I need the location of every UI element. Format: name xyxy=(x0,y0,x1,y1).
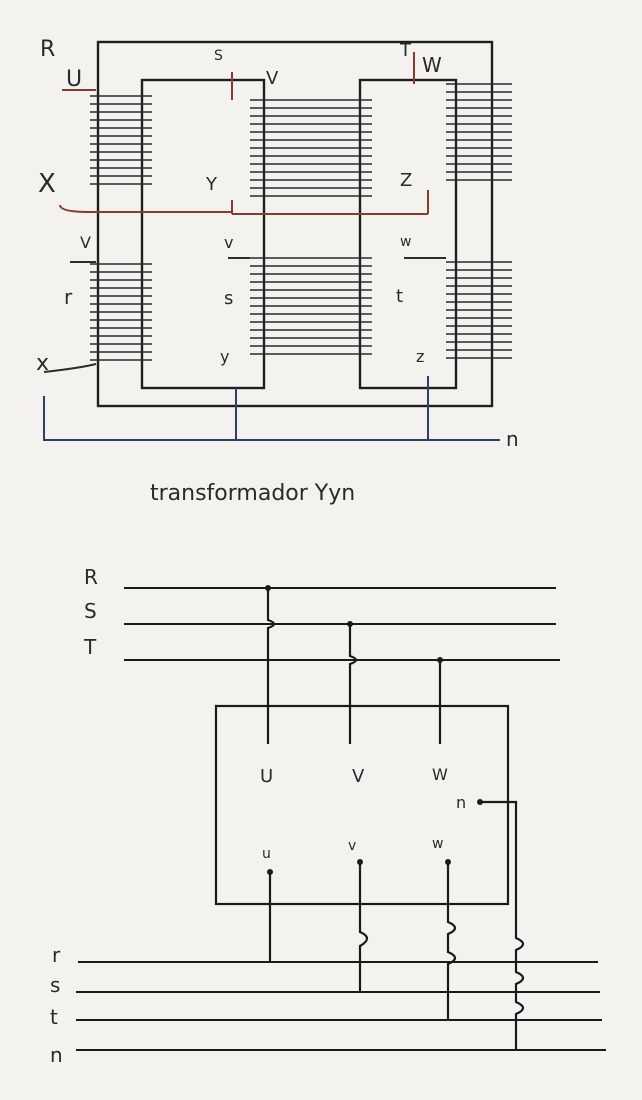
drop-v-to-s xyxy=(358,862,369,992)
term-dot-v xyxy=(357,859,363,865)
label-z: z xyxy=(416,347,424,366)
label-Z: Z xyxy=(400,170,412,191)
primary-leads xyxy=(59,52,429,215)
coil-leg2-primary xyxy=(250,99,372,197)
primary-drops xyxy=(265,585,443,744)
bus-label-r: r xyxy=(52,943,61,967)
bus-label-n: n xyxy=(50,1043,63,1067)
label-t: t xyxy=(396,286,403,307)
core-window-right xyxy=(358,78,458,390)
coil-leg1-primary xyxy=(90,95,152,185)
core-outer-outline xyxy=(96,40,494,408)
term-dot-n xyxy=(477,799,483,805)
terminal-v: v xyxy=(348,838,356,854)
label-W: W xyxy=(422,53,442,77)
tap-dot-S xyxy=(347,621,353,627)
terminal-n: n xyxy=(456,793,466,812)
diagram-caption: transformador Yyn xyxy=(150,481,355,506)
primary-bus: R S T xyxy=(83,565,560,661)
bus-label-t: t xyxy=(50,1005,58,1029)
label-Y: Y xyxy=(205,174,218,195)
neutral-wire xyxy=(43,376,500,441)
terminal-labels: U V W u v w n xyxy=(260,765,466,862)
label-w: w xyxy=(400,234,411,250)
label-T: T xyxy=(399,40,412,61)
coil-leg3-secondary xyxy=(446,261,512,359)
terminal-V: V xyxy=(352,766,365,787)
bus-label-T: T xyxy=(83,635,97,659)
coil-leg1-secondary xyxy=(90,263,152,361)
tap-dot-R xyxy=(265,585,271,591)
label-U: U xyxy=(66,67,82,92)
bus-label-S: S xyxy=(84,599,97,623)
lead-X-star xyxy=(59,204,232,213)
coil-leg2-secondary xyxy=(250,257,372,355)
term-dot-w xyxy=(445,859,451,865)
drop-S-to-V xyxy=(348,624,358,744)
lead-x xyxy=(43,363,97,373)
secondary-leads xyxy=(43,257,446,373)
bus-label-s: s xyxy=(50,973,60,997)
term-dot-u xyxy=(267,869,273,875)
label-v: v xyxy=(224,233,233,252)
drop-R-to-U xyxy=(266,588,276,744)
drop-w-to-t xyxy=(446,862,457,1020)
secondary-bus: r s t n xyxy=(50,943,606,1067)
label-x: x xyxy=(36,351,49,376)
transformer-box xyxy=(214,704,510,906)
label-n-top: n xyxy=(506,427,519,451)
tap-dot-T xyxy=(437,657,443,663)
core-window-left xyxy=(140,78,266,390)
top-labels: R U X V r x S V Y v s y T W Z w t z n tr… xyxy=(36,37,519,506)
label-R: R xyxy=(40,37,55,62)
label-X: X xyxy=(38,169,56,199)
label-S-mark: S xyxy=(214,48,223,64)
coil-leg3-primary xyxy=(446,83,512,181)
label-r: r xyxy=(64,285,73,309)
label-s: s xyxy=(224,288,233,309)
label-y: y xyxy=(220,347,229,366)
terminal-w: w xyxy=(432,836,443,852)
drop-n-to-n xyxy=(480,800,525,1050)
label-v-sec: V xyxy=(80,233,91,252)
neutral-bus xyxy=(43,396,500,441)
terminal-u: u xyxy=(262,846,271,862)
terminal-W: W xyxy=(432,765,448,784)
transformer-core xyxy=(96,40,494,408)
terminal-U: U xyxy=(260,766,273,787)
bus-label-R: R xyxy=(84,565,98,589)
label-V: V xyxy=(266,68,279,89)
secondary-drops xyxy=(267,799,525,1050)
